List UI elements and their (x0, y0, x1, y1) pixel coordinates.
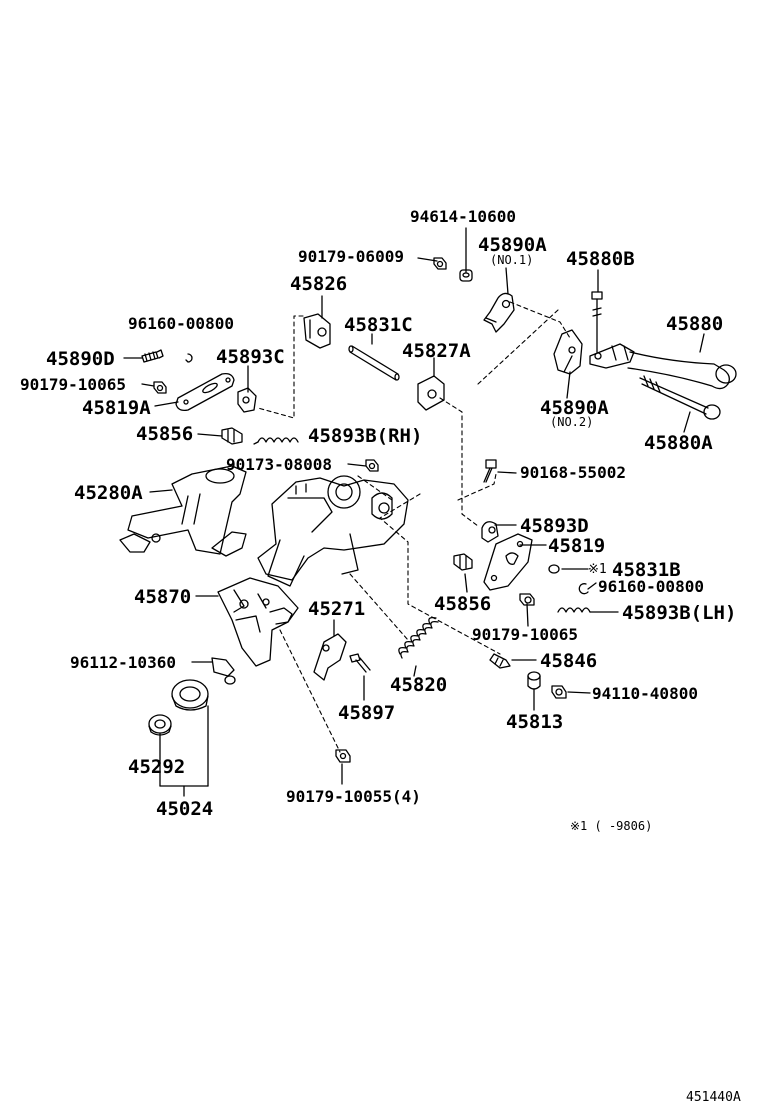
label-90179-10065-left: 90179-10065 (20, 375, 126, 394)
assembly-dashed-lines (258, 302, 570, 752)
label-90173-08008: 90173-08008 (226, 455, 332, 474)
label-45831C: 45831C (344, 314, 413, 336)
label-45897: 45897 (338, 702, 396, 724)
part-45856-left (222, 428, 242, 444)
part-94614-10600 (460, 270, 472, 281)
label-45893C: 45893C (216, 346, 285, 368)
part-90179-10065-right (520, 594, 534, 605)
label-45880: 45880 (666, 313, 724, 335)
part-45856-right (454, 554, 472, 570)
label-45280A: 45280A (74, 482, 143, 504)
part-45831C-pin (349, 346, 399, 380)
label-45819A: 45819A (82, 397, 151, 419)
label-90179-10065-right: 90179-10065 (472, 625, 578, 644)
part-45870 (218, 578, 298, 666)
label-45893B-RH: 45893B(RH) (308, 425, 423, 447)
footnote: ※1 ( -9806) (570, 819, 653, 833)
label-90179-06009: 90179-06009 (298, 247, 404, 266)
part-45893B-RH-spring (254, 438, 298, 444)
part-45846 (490, 654, 510, 668)
label-45831B: 45831B (612, 559, 681, 581)
label-45890D: 45890D (46, 348, 115, 370)
part-45271 (314, 634, 346, 680)
label-94110-40800: 94110-40800 (592, 684, 698, 703)
label-45292: 45292 (128, 756, 186, 778)
label-45819: 45819 (548, 535, 606, 557)
part-45890D (142, 350, 163, 362)
label-45813: 45813 (506, 711, 564, 733)
leader-lines (124, 228, 704, 796)
part-90168-55002 (484, 460, 496, 482)
part-45819-plate (484, 534, 532, 590)
part-45880B (592, 292, 602, 352)
part-45813 (528, 672, 540, 689)
label-45890A-no1: 45890A (478, 234, 547, 256)
part-90179-10065-left (154, 382, 166, 393)
label-45271: 45271 (308, 598, 366, 620)
part-96160-00800-right (579, 584, 588, 594)
part-45831B-washer (549, 565, 559, 573)
label-94614-10600: 94614-10600 (410, 207, 516, 226)
part-96160-00800-top (186, 354, 192, 362)
label-90179-10055-4: 90179-10055(4) (286, 787, 421, 806)
label-note-mark: ※1 (588, 562, 607, 577)
figure-code: 451440A (686, 1090, 741, 1105)
part-90179-06009 (434, 258, 446, 269)
label-45856-right: 45856 (434, 593, 492, 615)
part-45292 (149, 715, 171, 735)
part-45820-spring (399, 618, 438, 658)
part-45880-lever (590, 344, 736, 389)
part-45897 (350, 654, 370, 672)
part-45893D (482, 522, 498, 542)
part-45890A-no1 (484, 293, 514, 332)
part-45827A (418, 376, 444, 410)
label-96160-00800-top: 96160-00800 (128, 314, 234, 333)
part-90179-10055 (336, 750, 350, 762)
label-45893B-LH: 45893B(LH) (622, 602, 737, 624)
part-45880A-rod (640, 376, 720, 419)
label-45856-left: 45856 (136, 423, 194, 445)
label-45893D: 45893D (520, 515, 589, 537)
part-column-housing (258, 476, 408, 586)
label-45880A: 45880A (644, 432, 713, 454)
part-45890A-no2 (554, 330, 582, 374)
label-45890A-no1-sub: (NO.1) (490, 253, 534, 267)
label-45827A: 45827A (402, 340, 471, 362)
label-45820: 45820 (390, 674, 448, 696)
part-45024-bearing (172, 680, 208, 710)
label-45890A-no2-sub: (NO.2) (550, 415, 594, 429)
part-94110-40800 (552, 686, 566, 698)
label-90168-55002: 90168-55002 (520, 463, 626, 482)
part-45819A-plate (176, 374, 234, 411)
label-45870: 45870 (134, 586, 192, 608)
label-96112-10360: 96112-10360 (70, 653, 176, 672)
part-90173-08008 (366, 460, 378, 471)
label-45024: 45024 (156, 798, 214, 820)
label-45826: 45826 (290, 273, 348, 295)
part-45826 (304, 314, 330, 348)
part-45893C (238, 388, 256, 412)
part-45893B-LH-spring (558, 608, 590, 612)
label-45846: 45846 (540, 650, 598, 672)
part-96112-10360 (212, 658, 235, 684)
part-45280A (120, 466, 246, 556)
label-45890A-no2: 45890A (540, 397, 609, 419)
label-96160-00800-right: 96160-00800 (598, 577, 704, 596)
label-45880B: 45880B (566, 248, 635, 270)
